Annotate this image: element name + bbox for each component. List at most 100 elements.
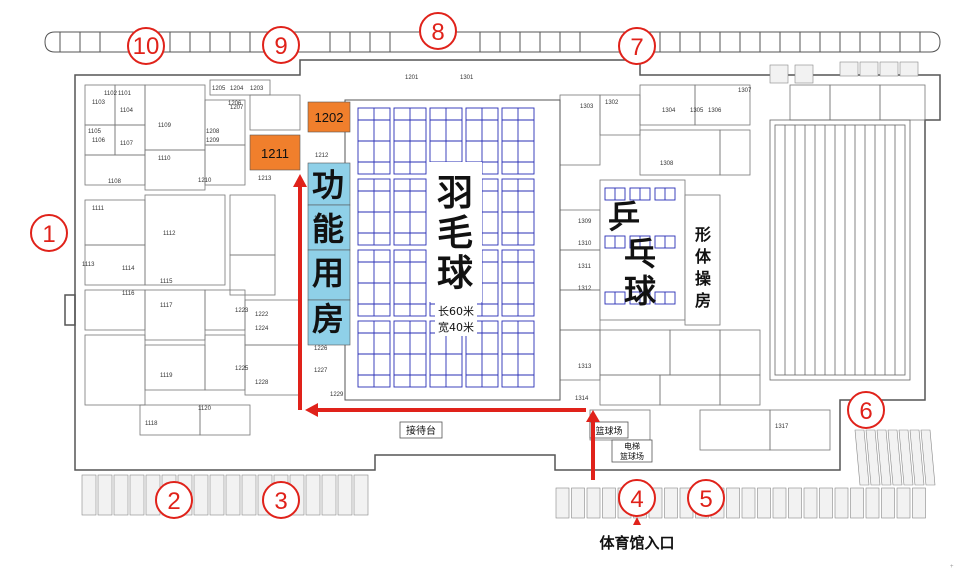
aerobics-label: 形 体 操 房 — [695, 225, 712, 310]
svg-text:用: 用 — [312, 254, 344, 292]
svg-text:9: 9 — [274, 33, 287, 60]
svg-text:羽: 羽 — [437, 173, 473, 214]
svg-text:2: 2 — [167, 488, 180, 515]
entrance-arrow-icon — [633, 517, 641, 525]
svg-text:操: 操 — [695, 269, 712, 288]
function-rooms-label: 功 能 用 房 — [312, 166, 344, 338]
plaza-stripe — [586, 487, 601, 519]
plaza-stripe — [97, 474, 113, 516]
room-number: 1317 — [775, 424, 789, 430]
room-number: 1307 — [738, 88, 752, 94]
plaza-stripe — [803, 487, 818, 519]
reception-desk-label: 接待台 — [406, 424, 436, 437]
room-number: 1209 — [206, 138, 220, 144]
plaza-stripe — [772, 487, 787, 519]
room-number: 1111 — [92, 206, 105, 212]
top-canopy — [44, 31, 941, 53]
plaza-stripe — [887, 429, 903, 486]
corner-mark: + — [950, 564, 954, 570]
route-path — [293, 174, 600, 480]
top-right-plaza — [769, 61, 919, 84]
plaza-stripe — [850, 487, 864, 519]
room-number: 1228 — [255, 380, 269, 386]
plaza-stripe — [881, 487, 895, 519]
plaza-stripe — [209, 474, 225, 516]
function-rooms — [307, 162, 351, 346]
route-arrowhead-up-2-icon — [293, 174, 307, 187]
room-number: 1112 — [163, 231, 176, 237]
right-wing-rooms — [559, 84, 926, 451]
room-number: 1205 — [212, 86, 226, 92]
route-arrowhead-left-icon — [305, 403, 318, 417]
table-tennis-area — [599, 179, 686, 321]
room-number: 1207 — [230, 105, 244, 111]
badminton-width: 宽40米 — [438, 320, 474, 334]
plaza-stripe — [909, 429, 925, 486]
plaza-stripe — [305, 474, 321, 516]
plaza-stripe — [819, 487, 833, 519]
room-number: 1118 — [145, 421, 158, 427]
room-number: 1222 — [255, 312, 269, 318]
room-number: 1306 — [708, 108, 722, 114]
basketball-court-label: 篮球场 — [595, 425, 622, 437]
plaza-stripe — [896, 487, 911, 519]
marker-9: 9 — [262, 26, 300, 64]
svg-text:形: 形 — [695, 225, 711, 244]
plaza-stripe — [337, 474, 353, 516]
svg-text:功: 功 — [312, 166, 344, 204]
building-walls — [64, 59, 941, 471]
svg-text:房: 房 — [695, 291, 711, 310]
room-number: 1310 — [578, 241, 592, 247]
room-number: 1227 — [314, 368, 328, 374]
marker-2: 2 — [155, 481, 193, 519]
room-number: 1313 — [578, 364, 592, 370]
svg-text:8: 8 — [431, 19, 444, 46]
marker-4: 4 — [618, 479, 656, 517]
svg-text:1: 1 — [42, 221, 55, 248]
svg-text:球: 球 — [624, 272, 657, 310]
entrance-label: 体育馆入口 — [599, 534, 674, 552]
room-1211 — [249, 134, 301, 171]
plaza-stripe — [321, 474, 337, 516]
plaza-stripe — [241, 474, 257, 516]
room-number: 1107 — [120, 141, 134, 147]
room-number: 1203 — [250, 86, 264, 92]
plaza-stripe — [788, 487, 802, 519]
table-tennis-tables — [604, 187, 676, 305]
room-number: 1116 — [122, 291, 135, 297]
marker-8: 8 — [419, 12, 457, 50]
room-number: 1102 — [104, 91, 118, 97]
room-number: 1204 — [230, 86, 244, 92]
svg-text:毛: 毛 — [437, 213, 473, 254]
room-number: 1206 — [228, 101, 242, 107]
plaza-stripe — [876, 429, 892, 486]
service-labels: 接待台 篮球场 电梯 篮球场 — [399, 421, 653, 463]
plaza-stripe — [865, 429, 881, 486]
room-number: 1302 — [605, 100, 619, 106]
marker-6: 6 — [847, 391, 885, 429]
plaza-stripe — [912, 487, 926, 519]
svg-text:6: 6 — [859, 398, 872, 425]
room-number: 1108 — [108, 179, 122, 185]
room-number: 1308 — [660, 161, 674, 167]
room-number: 1312 — [578, 286, 592, 292]
plaza-stripe — [834, 487, 849, 519]
plaza-stripe — [571, 487, 585, 519]
plaza-stripe — [664, 487, 678, 519]
plaza-stripe — [602, 487, 616, 519]
badminton-label: 羽 毛 球 长60米 宽40米 — [428, 162, 482, 336]
room-number: 1301 — [460, 75, 474, 81]
marker-10: 10 — [127, 27, 165, 65]
plaza-stripe — [741, 487, 756, 519]
plaza-stripe — [353, 474, 369, 516]
room-number: 1101 — [118, 91, 132, 97]
plaza-stripe — [757, 487, 771, 519]
room-number: 1113 — [82, 262, 95, 268]
room-number: 1117 — [160, 303, 173, 309]
table-tennis-label: 乒 乓 球 — [608, 198, 657, 310]
plaza-stripe — [865, 487, 880, 519]
svg-text:体: 体 — [695, 247, 712, 266]
plaza-stripe — [854, 429, 870, 486]
room-1202 — [307, 101, 351, 133]
svg-text:3: 3 — [274, 488, 287, 515]
